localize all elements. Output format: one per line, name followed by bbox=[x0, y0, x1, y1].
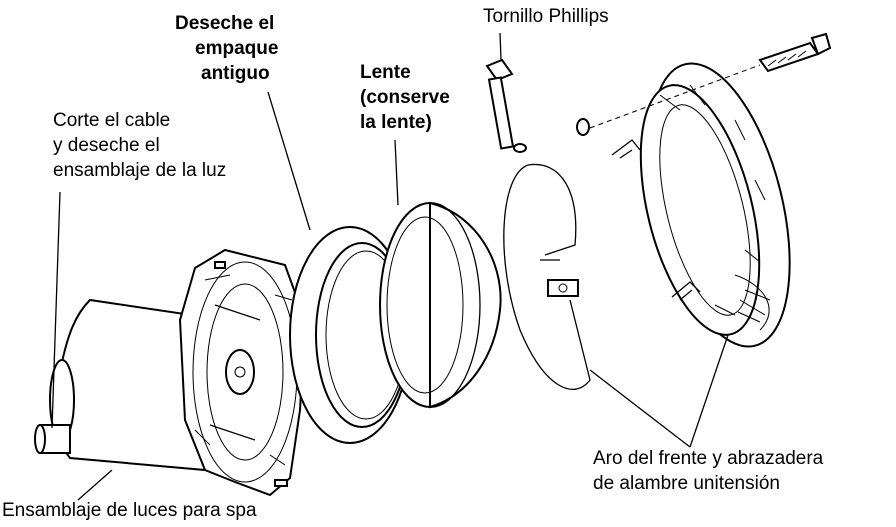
label-lens-line2: (conserve bbox=[360, 87, 450, 108]
label-lens-line3: la lente) bbox=[360, 112, 432, 133]
label-gasket-line1: Deseche el bbox=[175, 13, 275, 34]
leader-lines bbox=[51, 32, 729, 501]
label-lens-line1: Lente bbox=[360, 62, 411, 83]
wire-clamp bbox=[503, 163, 591, 390]
label-cut-cable-line3: ensamblaje de la luz bbox=[53, 160, 227, 181]
front-ring bbox=[611, 62, 791, 348]
label-cut-cable-line2: y deseche el bbox=[53, 135, 160, 156]
mounting-flange bbox=[178, 248, 307, 497]
label-phillips-screw: Tornillo Phillips bbox=[483, 6, 609, 27]
lens-dome bbox=[379, 201, 502, 409]
washer bbox=[576, 118, 590, 136]
label-front-ring-line1: Aro del frente y abrazadera bbox=[593, 448, 824, 469]
label-front-ring-line2: de alambre unitensión bbox=[593, 473, 780, 494]
label-gasket-line2: empaque bbox=[195, 38, 279, 59]
label-gasket-line3: antiguo bbox=[201, 63, 270, 84]
label-spa-light-assembly: Ensamblaje de luces para spa bbox=[2, 500, 257, 521]
ring-screw bbox=[576, 32, 832, 136]
phillips-screw-vertical bbox=[485, 58, 527, 153]
label-cut-cable-line1: Corte el cable bbox=[53, 110, 171, 131]
